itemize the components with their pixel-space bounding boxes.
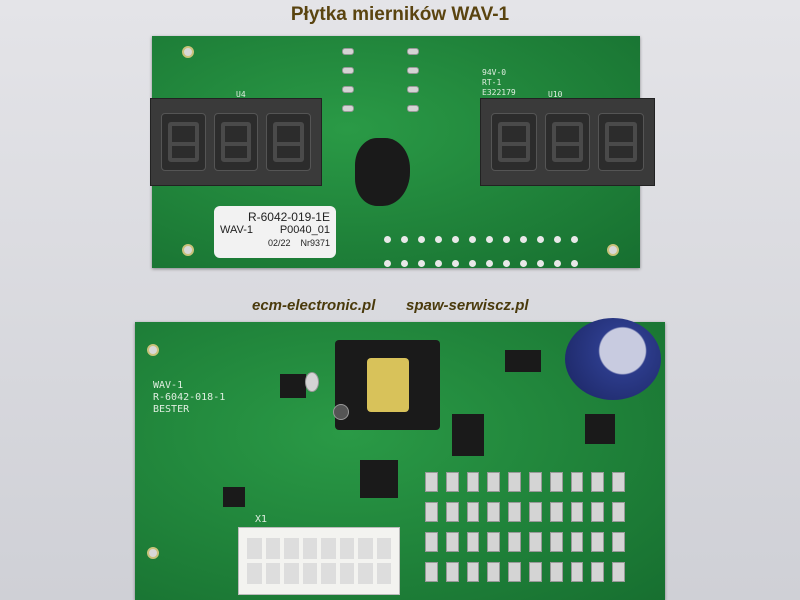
connector-x1 [238,527,400,595]
seven-segment-display-left [150,98,322,186]
label-date: 02/22 [267,238,291,248]
smd-resistor-grid [425,472,625,582]
transistor [223,487,245,507]
silk-rt: RT-1 [482,78,502,87]
mounting-hole [147,344,159,356]
pin-header-row [384,260,578,267]
product-label: R-6042-019-1E WAV-1 P0040_01 02/22 Nr937… [214,206,336,258]
bridge-rectifier [585,414,615,444]
link-ecm: ecm-electronic.pl [252,297,376,314]
transistor [280,374,306,398]
bottom-pcb: WAV-1 R-6042-018-1 BESTER X1 [135,322,665,600]
mounting-hole [182,46,194,58]
label-part: R-6042-019-1E [247,210,330,224]
silk-u10: U10 [548,90,563,99]
label-model: WAV-1 [220,224,254,236]
label-code: P0040_01 [279,224,330,236]
silk-line2: R-6042-018-1 [153,392,226,403]
mounting-hole [182,244,194,256]
capacitor-small [333,404,349,420]
capacitor-small [305,372,319,392]
ic-chip [360,460,398,498]
label-serial: Nr9371 [300,238,330,248]
link-spaw: spaw-serwiscz.pl [406,297,529,314]
electrolytic-capacitor [565,318,661,400]
transistor [505,350,541,372]
ic-chip [452,414,484,456]
image-title: Płytka mierników WAV-1 [290,4,510,25]
silk-u4: U4 [236,90,246,99]
transformer-winding [367,358,409,412]
silk-rating: 94V-0 [482,68,507,77]
transformer [335,340,440,430]
mounting-hole [607,244,619,256]
mounting-hole [147,547,159,559]
silk-line1: WAV-1 [153,380,184,391]
silk-cert: E322179 [482,88,516,97]
silk-x1: X1 [255,514,268,525]
potted-component [355,138,410,206]
pin-header-row [384,236,578,243]
pad-column [342,48,354,112]
pad-column [407,48,419,112]
seven-segment-display-right [480,98,655,186]
silk-line3: BESTER [153,404,190,415]
